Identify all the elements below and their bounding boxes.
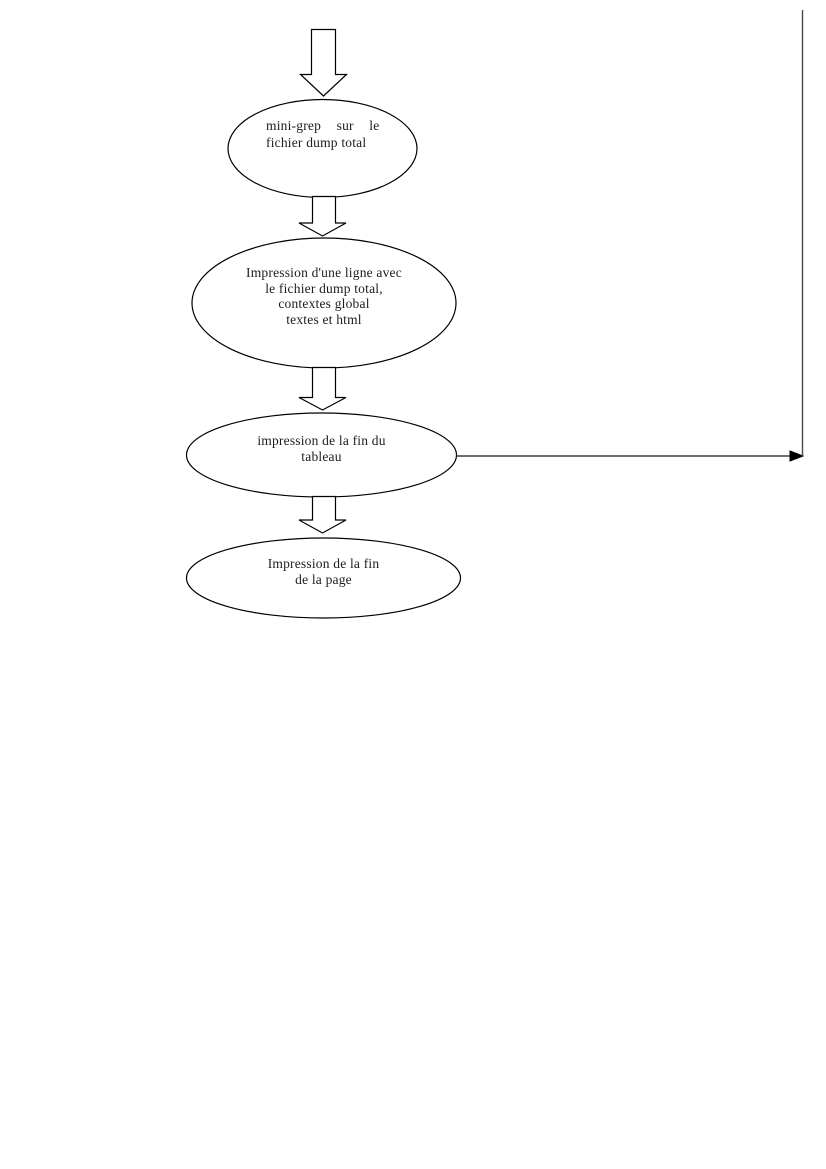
node-label-line: fichier dump total	[266, 135, 367, 150]
node-label-impression-ligne: Impression d'une ligne avec le fichier d…	[192, 265, 456, 327]
loop-connector-arrowhead	[789, 450, 805, 462]
node-ellipse-impression-fin-page	[185, 537, 462, 619]
block-arrow-1-2	[298, 195, 347, 237]
block-arrow-2-3	[298, 366, 347, 411]
node-label-line: textes et html	[286, 311, 362, 327]
node-label-line: Impression d'une ligne avec	[246, 265, 402, 280]
node-label-impression-fin-tableau: impression de la fin du tableau	[186, 433, 457, 464]
block-arrow-3-4	[298, 495, 347, 534]
node-label-line: le fichier dump total,	[265, 280, 383, 296]
node-label-line: tableau	[301, 448, 342, 464]
node-label-impression-fin-page: Impression de la fin de la page	[188, 556, 459, 587]
node-label-line: mini-grep sur le	[266, 118, 380, 133]
node-label-line: Impression de la fin	[267, 556, 380, 571]
node-label-line: contextes global	[278, 296, 370, 311]
node-label-line: de la page	[295, 571, 352, 587]
node-label-mini-grep: mini-grep sur le fichier dump total	[266, 117, 398, 151]
node-label-line: impression de la fin du	[257, 433, 386, 448]
entry-block-arrow	[298, 28, 349, 97]
